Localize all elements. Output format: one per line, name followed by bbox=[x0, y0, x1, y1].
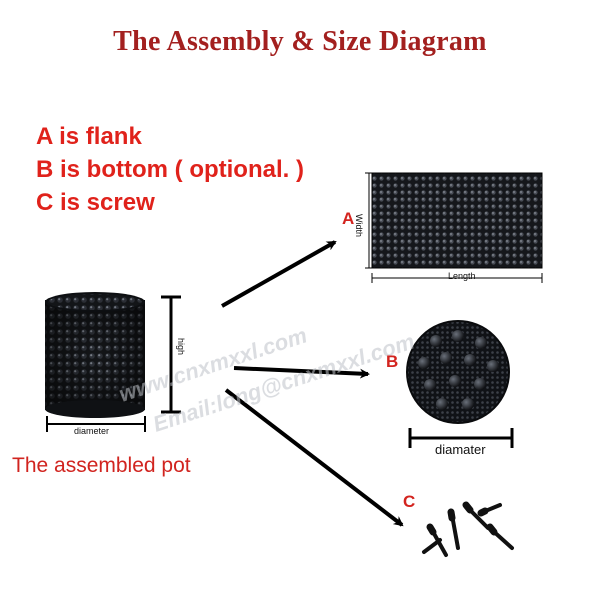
bottom-disc-image bbox=[406, 320, 510, 424]
legend-b: B is bottom ( optional. ) bbox=[36, 156, 304, 183]
assembled-pot-caption: The assembled pot bbox=[12, 454, 191, 477]
legend-c: C is screw bbox=[36, 189, 155, 216]
label-c: C bbox=[403, 492, 416, 511]
flank-length-label: Length bbox=[448, 271, 476, 281]
label-b: B bbox=[386, 352, 399, 371]
arrow-to-bottom bbox=[233, 366, 370, 379]
arrow-to-screw bbox=[224, 388, 404, 527]
bottom-diameter-label: diamater bbox=[435, 442, 486, 457]
pot-diameter-marker bbox=[46, 416, 146, 432]
flank-width-marker bbox=[365, 172, 373, 269]
legend: A is flank B is bottom ( optional. ) C i… bbox=[36, 120, 304, 219]
flank-sheet-image bbox=[371, 172, 543, 269]
flank-length-marker bbox=[371, 273, 543, 283]
assembled-pot-image bbox=[45, 292, 145, 418]
pot-height-marker bbox=[161, 295, 181, 414]
label-a: A bbox=[342, 209, 355, 228]
arrow-to-flank bbox=[221, 240, 337, 308]
pot-diameter-label: diameter bbox=[74, 426, 110, 436]
pot-height-label: high bbox=[176, 338, 186, 356]
page-title: The Assembly & Size Diagram bbox=[113, 26, 487, 57]
legend-a: A is flank bbox=[36, 123, 142, 150]
bottom-diameter-marker bbox=[408, 428, 514, 448]
flank-width-label: Width bbox=[354, 214, 364, 238]
screws-image bbox=[422, 501, 514, 557]
